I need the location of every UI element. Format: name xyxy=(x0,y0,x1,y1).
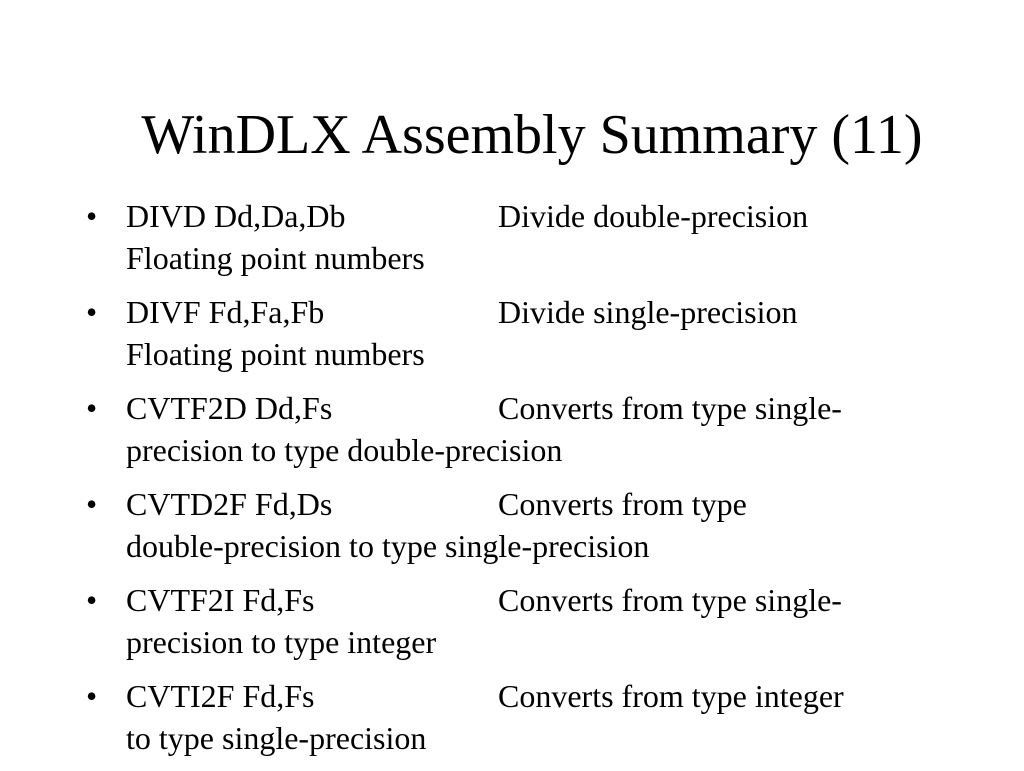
instruction-description: Divide single-precision xyxy=(498,294,798,330)
bullet-icon: • xyxy=(86,198,98,234)
instruction-mnemonic: CVTD2F Fd,Ds xyxy=(126,486,333,522)
item-first-line: CVTI2F Fd,Fs Converts from type integer xyxy=(126,675,986,717)
item-first-line: CVTF2D Dd,Fs Converts from type single- xyxy=(126,387,986,429)
instruction-description-continued: Floating point numbers xyxy=(126,240,425,276)
list-item: • CVTF2D Dd,Fs Converts from type single-… xyxy=(86,387,986,471)
instruction-mnemonic: DIVD Dd,Da,Db xyxy=(126,198,346,234)
item-first-line: CVTD2F Fd,Ds Converts from type xyxy=(126,483,986,525)
instruction-description: Converts from type integer xyxy=(498,678,844,714)
instruction-description-continued: to type single-precision xyxy=(126,720,427,756)
item-first-line: DIVF Fd,Fa,Fb Divide single-precision xyxy=(126,291,986,333)
instruction-mnemonic: CVTI2F Fd,Fs xyxy=(126,678,315,714)
instruction-description-continued: precision to type double-precision xyxy=(126,432,563,468)
instruction-description-continued: precision to type integer xyxy=(126,624,437,660)
item-first-line: CVTF2I Fd,Fs Converts from type single- xyxy=(126,579,986,621)
item-first-line: DIVD Dd,Da,Db Divide double-precision xyxy=(126,195,986,237)
slide-title: WinDLX Assembly Summary (11) xyxy=(141,104,923,166)
list-item: • DIVD Dd,Da,Db Divide double-precision F… xyxy=(86,195,986,279)
bullet-icon: • xyxy=(86,486,98,522)
list-item: • CVTI2F Fd,Fs Converts from type integer… xyxy=(86,675,986,759)
bullet-icon: • xyxy=(86,294,98,330)
list-item: • CVTF2I Fd,Fs Converts from type single-… xyxy=(86,579,986,663)
bullet-icon: • xyxy=(86,582,98,618)
instruction-mnemonic: CVTF2D Dd,Fs xyxy=(126,390,333,426)
instruction-description: Converts from type single- xyxy=(498,582,842,618)
bullet-icon: • xyxy=(86,678,98,714)
instruction-mnemonic: DIVF Fd,Fa,Fb xyxy=(126,294,325,330)
list-item: • DIVF Fd,Fa,Fb Divide single-precision F… xyxy=(86,291,986,375)
bullet-icon: • xyxy=(86,390,98,426)
instruction-description: Converts from type xyxy=(498,486,747,522)
instruction-description-continued: double-precision to type single-precisio… xyxy=(126,528,650,564)
instruction-list: • DIVD Dd,Da,Db Divide double-precision F… xyxy=(86,195,986,771)
instruction-description: Divide double-precision xyxy=(498,198,809,234)
instruction-description: Converts from type single- xyxy=(498,390,842,426)
instruction-description-continued: Floating point numbers xyxy=(126,336,425,372)
instruction-mnemonic: CVTF2I Fd,Fs xyxy=(126,582,315,618)
list-item: • CVTD2F Fd,Ds Converts from type double-… xyxy=(86,483,986,567)
